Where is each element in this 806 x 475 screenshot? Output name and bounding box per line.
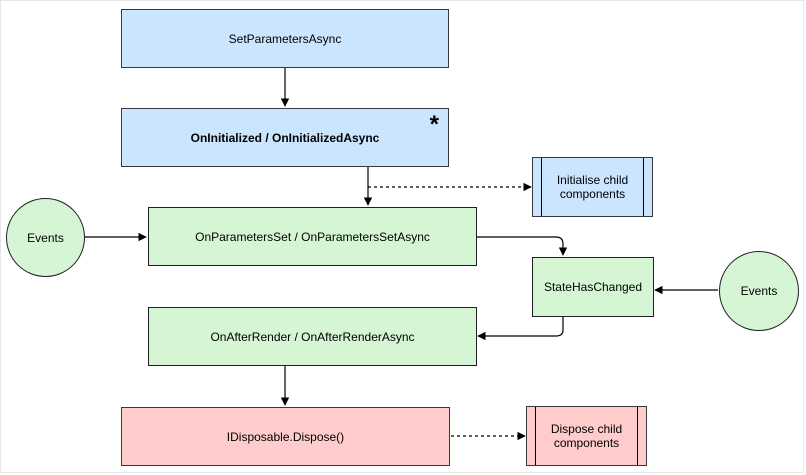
node-on-parameters-set: OnParametersSet / OnParametersSetAsync [148, 207, 477, 266]
node-on-after-render: OnAfterRender / OnAfterRenderAsync [148, 307, 477, 366]
node-label: Events [27, 230, 64, 245]
node-label: Initialise child components [556, 173, 629, 201]
node-label: OnAfterRender / OnAfterRenderAsync [210, 329, 415, 344]
node-label: SetParametersAsync [228, 31, 342, 46]
node-label: IDisposable.Dispose() [226, 429, 345, 444]
node-on-initialized: OnInitialized / OnInitializedAsync * [121, 108, 449, 167]
node-set-parameters-async: SetParametersAsync [121, 9, 449, 68]
node-label: StateHasChanged [543, 280, 643, 294]
node-label: Dispose child components [550, 422, 623, 450]
node-events-right: Events [719, 251, 799, 331]
node-events-left: Events [6, 198, 85, 277]
node-label: Events [740, 284, 778, 298]
node-dispose-child-components: Dispose child components [526, 406, 647, 466]
node-idisposable-dispose: IDisposable.Dispose() [121, 407, 450, 466]
asterisk-marker: * [429, 111, 439, 138]
node-initialise-child-components: Initialise child components [532, 157, 653, 217]
node-state-has-changed: StateHasChanged [532, 257, 654, 317]
node-label: OnParametersSet / OnParametersSetAsync [195, 229, 430, 244]
node-label: OnInitialized / OnInitializedAsync [190, 130, 380, 145]
